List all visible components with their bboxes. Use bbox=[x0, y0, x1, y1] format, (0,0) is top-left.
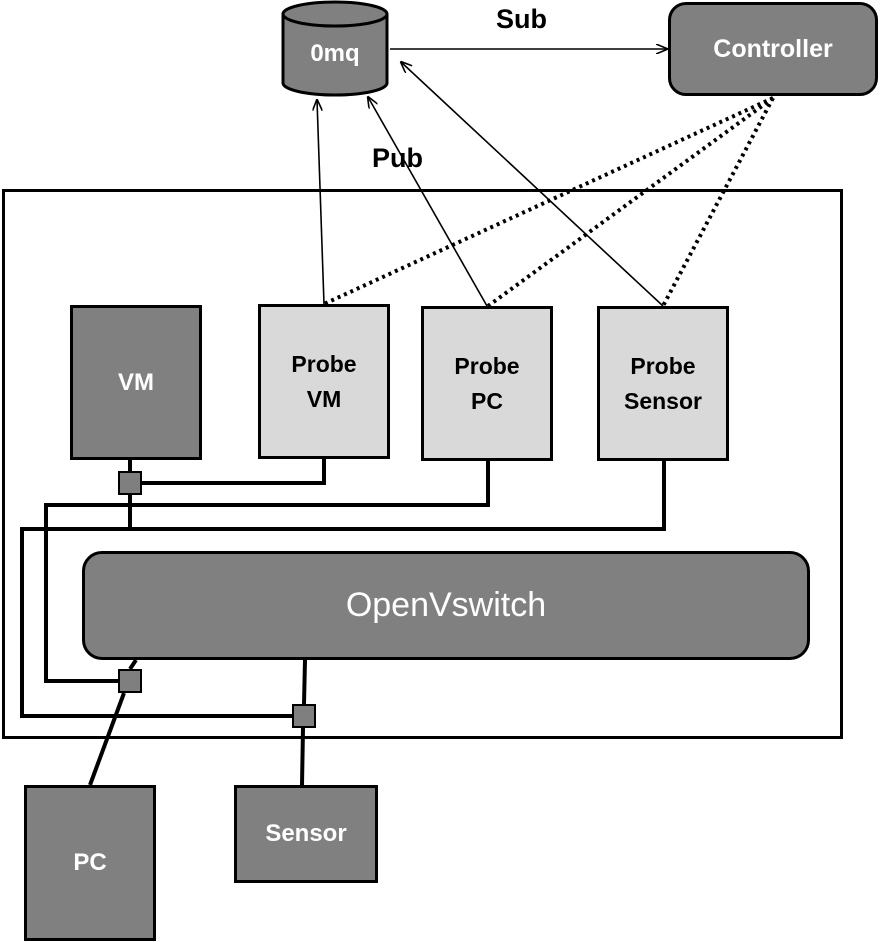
sensor-port bbox=[292, 704, 316, 728]
probe-pc-label: Probe PC bbox=[454, 352, 520, 414]
vm-node: VM bbox=[70, 305, 202, 460]
openvswitch-label: OpenVswitch bbox=[345, 586, 547, 624]
sensor-node: Sensor bbox=[234, 785, 378, 883]
pub-arrow-probe-pc bbox=[368, 97, 488, 307]
0mq-database-icon bbox=[281, 0, 389, 97]
vm-label: VM bbox=[118, 368, 154, 396]
controller-label: Controller bbox=[713, 34, 833, 63]
pc-node: PC bbox=[24, 785, 156, 941]
pc-label: PC bbox=[73, 849, 107, 876]
control-links bbox=[323, 96, 775, 308]
pc-port bbox=[118, 669, 142, 693]
sub-label: Sub bbox=[496, 4, 547, 34]
probe-sensor-label: Probe Sensor bbox=[624, 352, 702, 414]
pub-label: Pub bbox=[372, 143, 423, 173]
probe-vm-label: Probe VM bbox=[291, 350, 357, 412]
probe-pc-node: Probe PC bbox=[421, 306, 553, 461]
probe-sensor-node: Probe Sensor bbox=[597, 306, 729, 461]
pub-arrow-probe-sensor bbox=[401, 62, 664, 307]
wiring bbox=[20, 459, 666, 786]
sensor-label: Sensor bbox=[265, 820, 347, 847]
host-boundary bbox=[2, 189, 843, 739]
vm-port bbox=[118, 471, 142, 495]
openvswitch-node: OpenVswitch bbox=[82, 551, 810, 660]
probe-vm-node: Probe VM bbox=[258, 304, 390, 459]
controller-node: Controller bbox=[668, 2, 878, 96]
pub-arrow-probe-vm bbox=[317, 100, 325, 305]
0mq-label: 0mq bbox=[310, 40, 360, 67]
